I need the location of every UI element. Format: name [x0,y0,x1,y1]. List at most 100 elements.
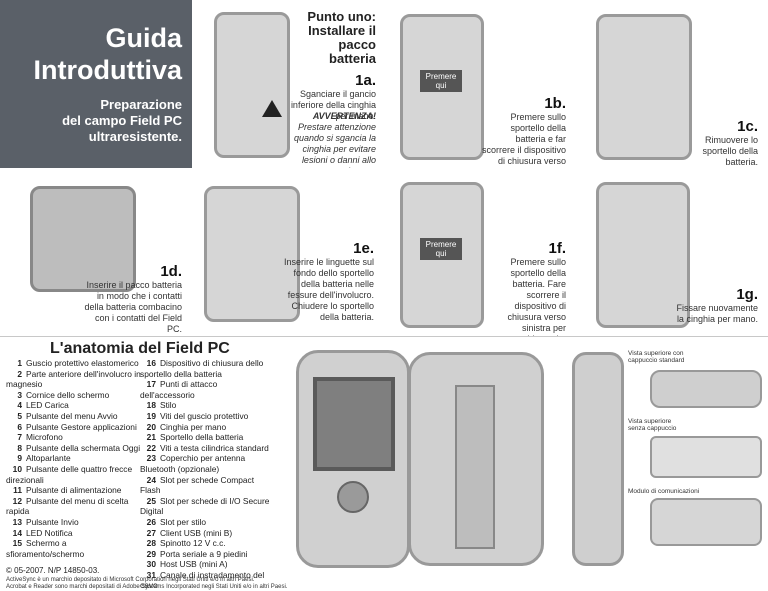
legend-item: 13 Pulsante Invio [6,517,144,528]
warning-text: Prestare attenzione quando si sgancia la… [293,122,376,168]
comm-module-illustration [650,498,762,546]
top-view-nocap-label: Vista superiore senza cappuccio [628,418,677,432]
title-line2: Introduttiva [33,55,183,85]
legend-number: 18 [146,400,156,411]
legend-number: 4 [17,400,22,411]
legend-text: Viti a testa cilindrica standard [160,442,269,453]
legend-text: Parte anteriore dell'involucro in magnes… [6,368,141,390]
legend-item: 11 Pulsante di alimentazione [6,485,144,496]
legend-number: 2 [17,368,22,379]
legend-number: 30 [146,559,156,570]
legend-number: 6 [17,421,22,432]
device-screen [313,377,395,471]
legend-text: Dispositivo di chiusura dello sportello … [140,358,264,379]
guide-title: Guida Introduttiva [34,22,183,86]
legend-text: Spinotto 12 V c.c. [160,538,226,549]
step-1e-panel: 1e. Inserire le linguette sul fondo dell… [192,168,385,337]
legend-text: Slot per stilo [160,516,207,527]
step-one-line4: batteria [329,51,376,66]
legend-text: Cinghia per mano [160,421,227,432]
legend-number: 23 [146,453,156,464]
step-1g-panel: 1g. Fissare nuovamente la cinghia per ma… [576,168,768,337]
legend-number: 1 [17,358,22,368]
device-back-illustration [408,352,544,566]
legend-number: 17 [146,379,156,390]
step-one-line3: pacco [338,37,376,52]
legend-number: 11 [13,485,22,496]
legend-text: Host USB (mini A) [160,559,228,570]
device-side-illustration [572,352,624,566]
legend-number: 29 [146,548,156,559]
legend-text: Pulsante Invio [26,516,79,527]
guide-header: Guida Introduttiva Preparazione del camp… [0,0,192,168]
legend-number: 26 [146,516,156,527]
step-1d-text: Inserire il pacco batteria in modo che i… [84,280,182,334]
press-here-label: Premere qui [420,70,462,92]
guide-subtitle: Preparazione del campo Field PC ultrares… [62,97,182,145]
legend-item: 9 Altoparlante [6,453,144,464]
legend-text: Altoparlante [26,453,71,464]
legend-number: 10 [12,463,22,474]
legend-text: LED Notifica [26,527,73,538]
legend-number: 16 [146,358,156,368]
step-1f-label: 1f. [548,240,566,257]
top-view-std-label: Vista superiore con cappuccio standard [628,350,685,364]
device-back-illustration [204,186,300,322]
legend-number: 27 [146,527,156,538]
legend-number: 9 [17,453,22,464]
step-1b-label: 1b. [544,95,566,112]
step-one-line2: Installare il [308,23,376,38]
legend-text: Cornice dello schermo [26,389,110,400]
warning-icon [262,100,282,117]
step-1a-label: 1a. [355,72,376,89]
device-back-illustration [596,14,692,160]
hand-strap [455,385,495,549]
legend-number: 7 [17,432,22,443]
legend-text: Punti di attacco dell'accessorio [140,379,218,400]
device-back-illustration [596,182,690,328]
trademark-1: ActiveSync è un marchio depositato di Mi… [6,577,255,583]
legend-item: 30 Host USB (mini A) [140,559,270,570]
step-1c-text: Rimuovere lo sportello della batteria. [702,135,758,167]
legend-text: Pulsante delle quattro frecce direzional… [6,463,133,485]
legend-item: 26 Slot per stilo [140,517,270,528]
legend-text: Pulsante di alimentazione [26,485,122,496]
step-1f-panel: Premere qui 1f. Premere sullo sportello … [384,168,577,337]
legend-number: 5 [17,410,22,421]
legend-number: 12 [12,495,22,506]
device-front-illustration [296,350,410,568]
step-1a-warning: AVVERTENZA! Prestare attenzione quando s… [281,111,376,168]
subtitle-line1: Preparazione [100,97,182,112]
step-1g-label: 1g. [736,286,758,303]
step-one-heading: Punto uno: Installare il pacco batteria [307,10,376,66]
step-1c-label: 1c. [737,118,758,135]
legend-number: 3 [17,389,22,400]
legend-text: Pulsante Gestore applicazioni [26,421,137,432]
step-one-line1: Punto uno: [307,9,376,24]
legend-number: 13 [12,516,22,527]
legend-item: 3 Cornice dello schermo [6,390,144,401]
top-view-nocap-illustration [650,436,762,478]
legend-text: Sportello della batteria [160,432,244,443]
legend-item: 6 Pulsante Gestore applicazioni [6,422,144,433]
legend-number: 8 [17,442,22,453]
legend-text: Pulsante del menu di scelta rapida [6,495,129,517]
legend-number: 19 [146,410,156,421]
top-view-std-illustration [650,370,762,408]
subtitle-line3: ultraresistente. [88,129,182,144]
